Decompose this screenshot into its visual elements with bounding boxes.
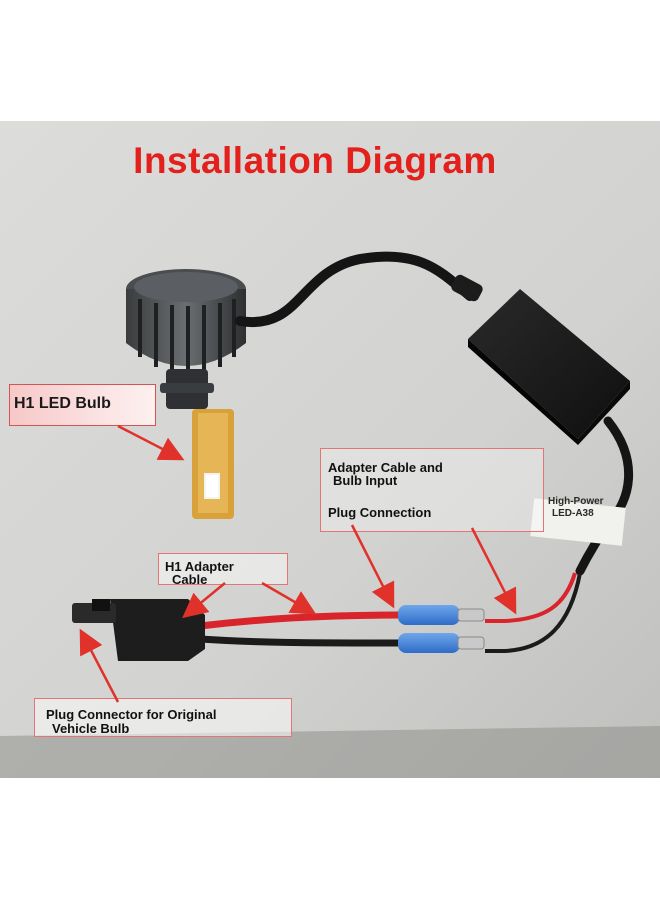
- adapter-cable-box: [320, 448, 544, 532]
- led-bulb-illustration: [126, 269, 246, 519]
- diagram-title: Installation Diagram: [133, 140, 497, 181]
- plug-connection-label: Plug Connection: [328, 505, 432, 520]
- driver-label-line2: LED-A38: [552, 508, 594, 519]
- h1-led-bulb-label: H1 LED Bulb: [14, 395, 111, 412]
- black-wire-right: [485, 572, 582, 653]
- h1-adapter-cable-label-line1: H1 Adapter: [165, 559, 234, 574]
- adapter-red-wire: [199, 611, 401, 630]
- cable-label-sleeve: [530, 498, 626, 546]
- bulb-to-driver-cable: [235, 251, 475, 328]
- h1-led-bulb-box: [9, 384, 156, 426]
- adapter-cable-label-line2: Bulb Input: [333, 473, 398, 488]
- plug-connector-box: [34, 698, 292, 737]
- driver-box-illustration: [468, 289, 630, 445]
- h1-adapter-cable-label-line2: Cable: [172, 572, 208, 587]
- ground-strip: [0, 726, 660, 778]
- adapter-cable-label-line1: Adapter Cable and: [328, 460, 443, 475]
- h1-plug-connector: [72, 599, 205, 661]
- plug-connector-label-line1: Plug Connector for Original: [46, 707, 217, 722]
- red-wire: [485, 572, 577, 623]
- driver-label-line1: High-Power: [548, 496, 604, 507]
- plug-connector-label-line2: Vehicle Bulb: [52, 721, 130, 736]
- adapter-black-wire: [199, 635, 401, 647]
- blue-connectors: [398, 605, 485, 653]
